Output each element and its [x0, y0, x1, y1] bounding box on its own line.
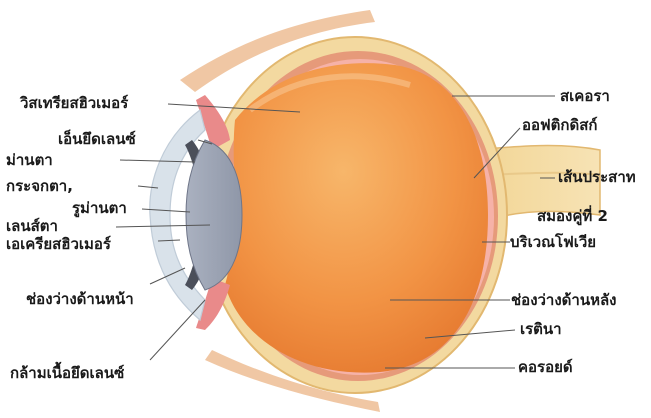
label-choroid: คอรอยด์ [518, 358, 573, 376]
label-ciliary-muscle: กล้ามเนื้อยึดเลนซ์ [10, 364, 124, 382]
label-optic-nerve: เส้นประสาท [558, 168, 636, 186]
label-cornea: กระจกตา, [6, 177, 73, 195]
label-posterior-chamber: ช่องว่างด้านหลัง [511, 291, 617, 309]
label-sclera: สเคอรา [560, 87, 610, 105]
label-iris: ม่านตา [6, 151, 53, 169]
label-cranial-nerve-2: สมองคู่ที่ 2 [537, 207, 608, 225]
label-fovea: บริเวณโฟเวีย [510, 233, 596, 251]
label-optic-disc: ออฟติกดิสก์ [522, 116, 597, 134]
label-aqueous-humor: เอเครียสฮิวเมอร์ [6, 235, 111, 253]
label-pupil: รูม่านตา [72, 199, 127, 217]
label-anterior-chamber: ช่องว่างด้านหน้า [26, 290, 134, 308]
label-vitreous-humor: วิสเทรียสฮิวเมอร์ [20, 94, 128, 112]
label-retina: เรตินา [520, 320, 562, 338]
label-ciliary-body: เอ็นยึดเลนซ์ [58, 130, 136, 148]
label-lens: เลนส์ตา [6, 217, 58, 235]
